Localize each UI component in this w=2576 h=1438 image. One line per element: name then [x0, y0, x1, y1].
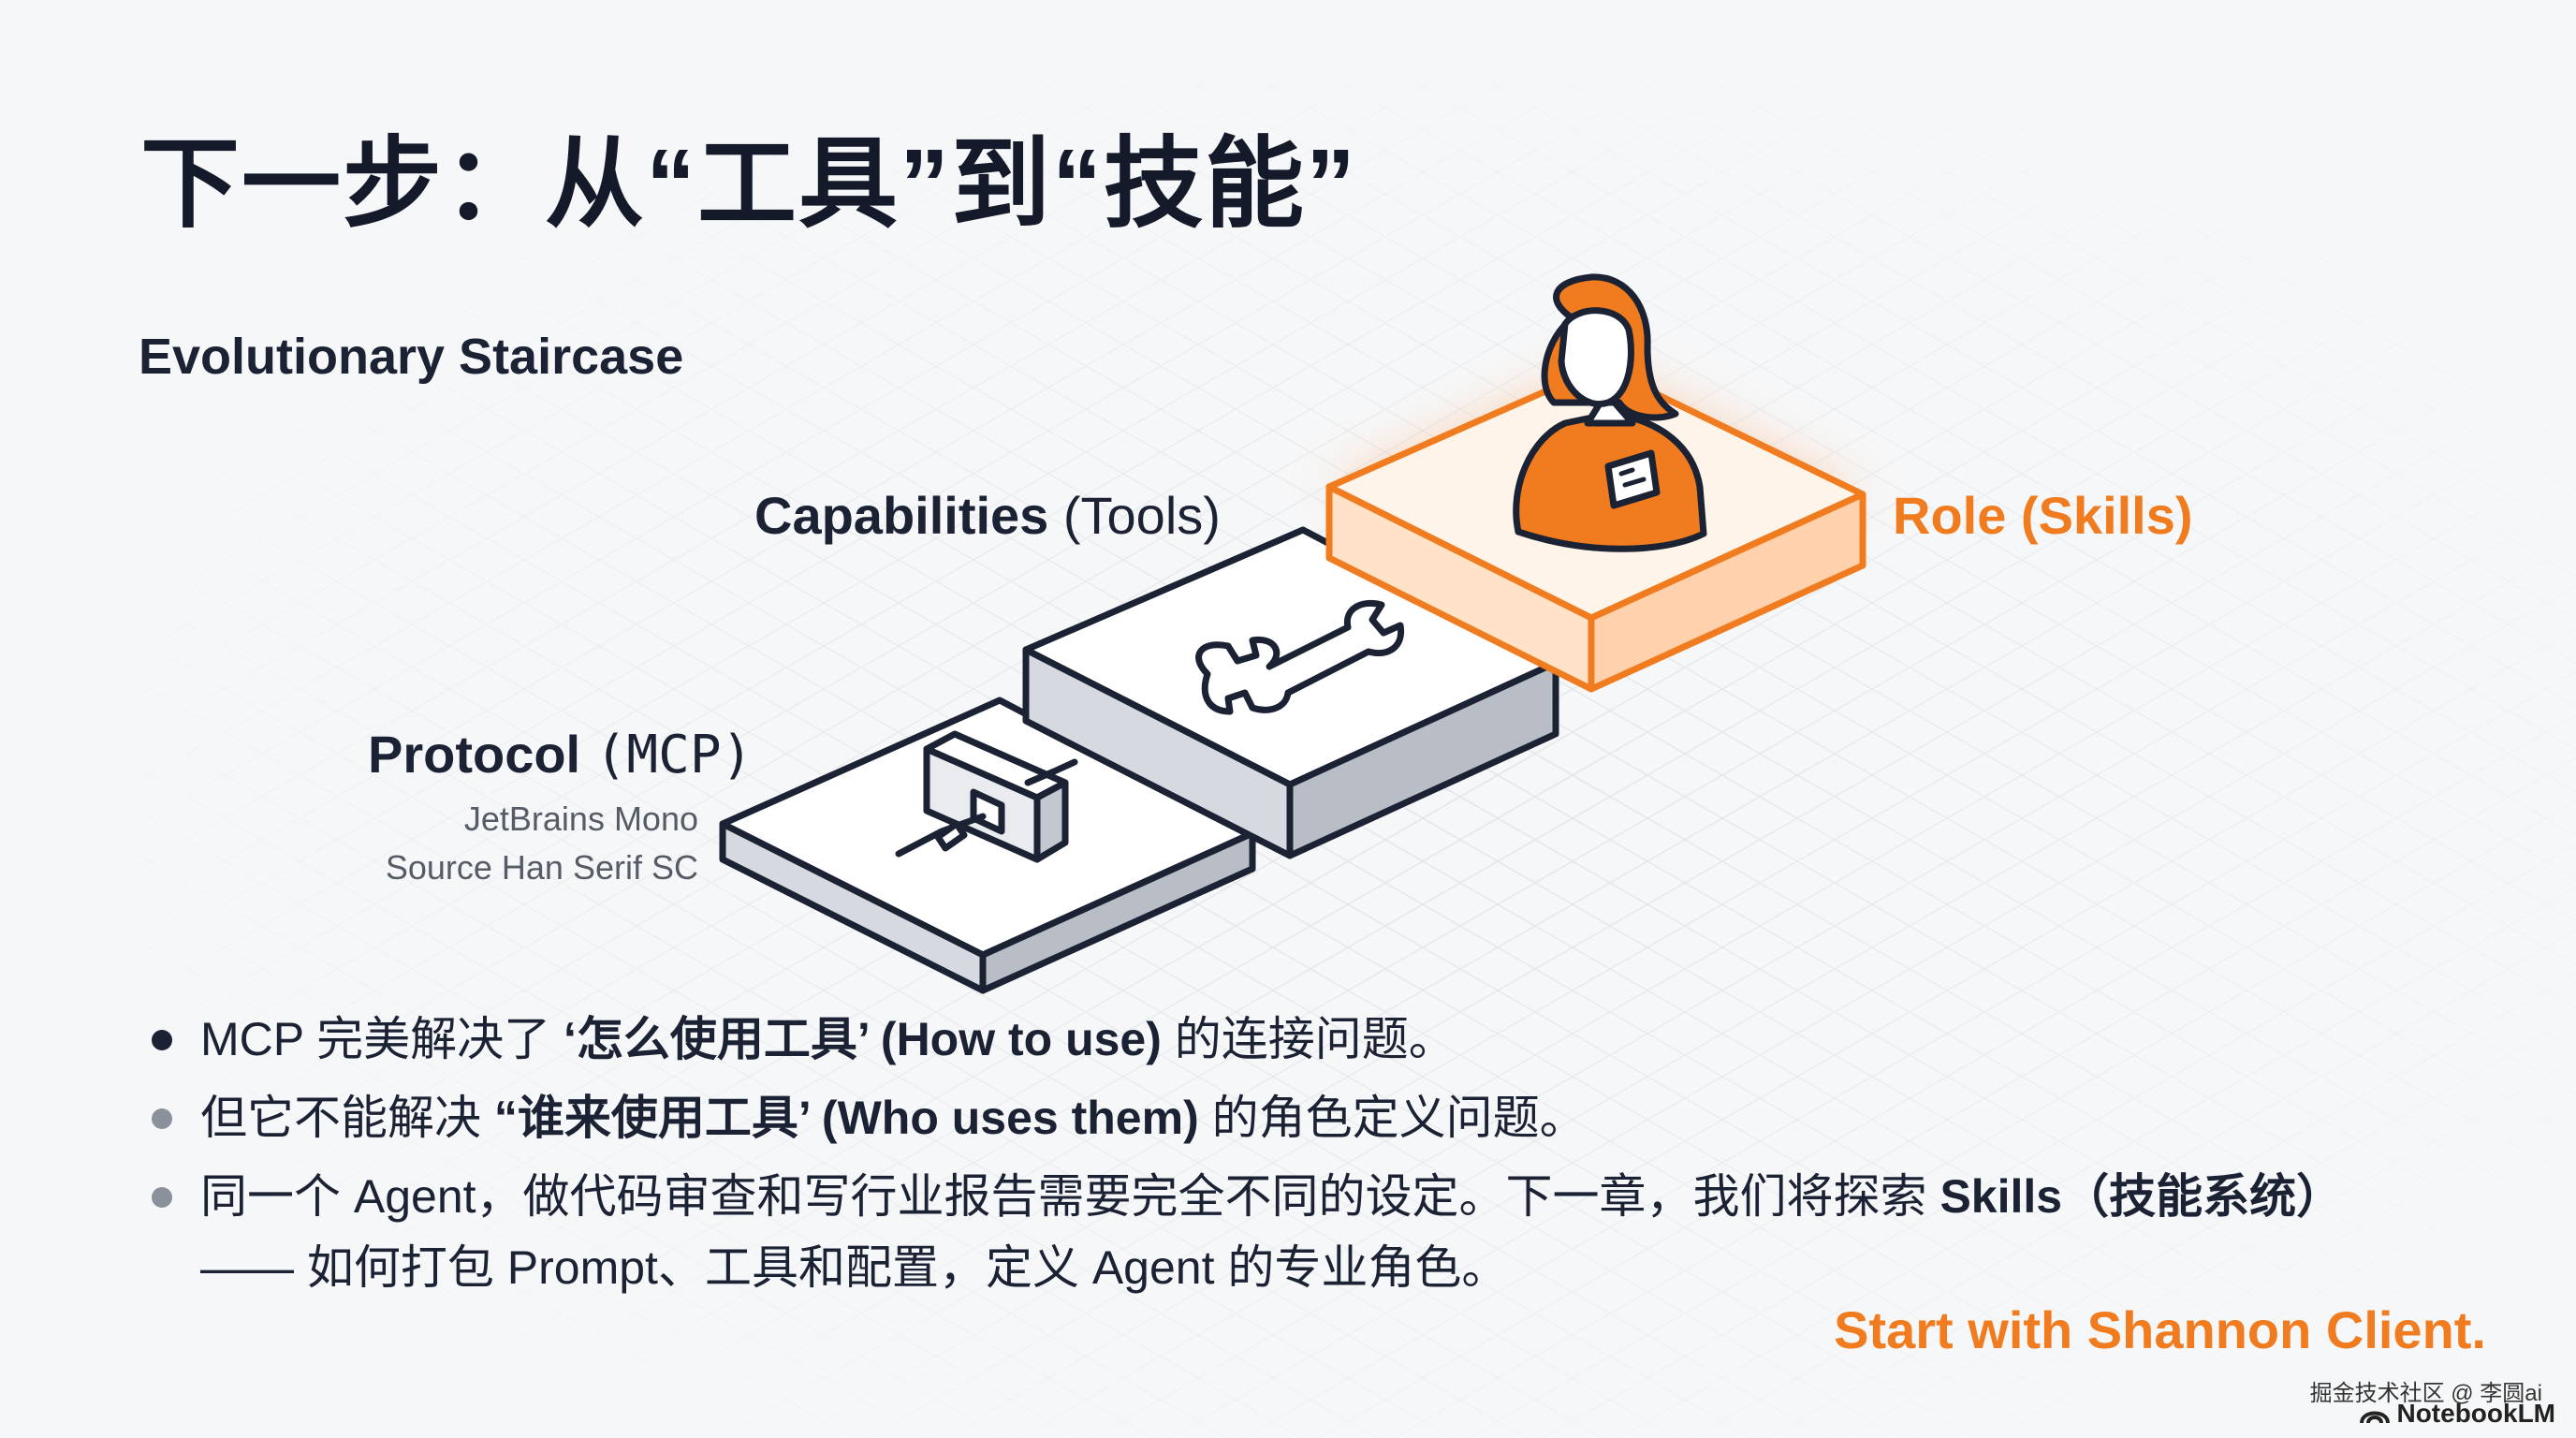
call-to-action: Start with Shannon Client.: [1834, 1300, 2486, 1359]
plug-connector-icon: [895, 730, 1078, 863]
page-title: 下一步：从“工具”到“技能”: [140, 129, 1357, 240]
step-label-protocol: Protocol (MCP): [368, 725, 754, 785]
watermark-brand: NotebookLM: [2359, 1399, 2555, 1429]
bullet-dot-icon: [152, 1108, 172, 1129]
notebooklm-logo-icon: [2360, 1411, 2391, 1424]
bullet-item: 同一个 Agent，做代码审查和写行业报告需要完全不同的设定。下一章，我们将探索…: [150, 1161, 2396, 1303]
person-with-badge-icon: [1513, 273, 1707, 552]
bullet-item: MCP 完美解决了 ‘怎么使用工具’ (How to use) 的连接问题。: [150, 1004, 2396, 1075]
bullet-dot-icon: [152, 1030, 172, 1050]
bullet-dot-icon: [152, 1187, 172, 1208]
watermark-community: 掘金技术社区 @ 李圆ai: [2309, 1381, 2542, 1406]
bullet-list: MCP 完美解决了 ‘怎么使用工具’ (How to use) 的连接问题。 但…: [150, 1004, 2396, 1311]
font-note-serif: Source Han Serif SC: [385, 848, 698, 887]
bullet-item: 但它不能解决 “谁来使用工具’ (Who uses them) 的角色定义问题。: [150, 1082, 2396, 1153]
wrench-icon: [1195, 600, 1405, 715]
step-label-capabilities: Capabilities (Tools): [754, 486, 1221, 545]
diagram-subtitle: Evolutionary Staircase: [139, 329, 684, 385]
step-label-role: Role (Skills): [1893, 486, 2193, 545]
brand-name: NotebookLM: [2396, 1399, 2555, 1428]
font-note-mono: JetBrains Mono: [463, 800, 698, 838]
